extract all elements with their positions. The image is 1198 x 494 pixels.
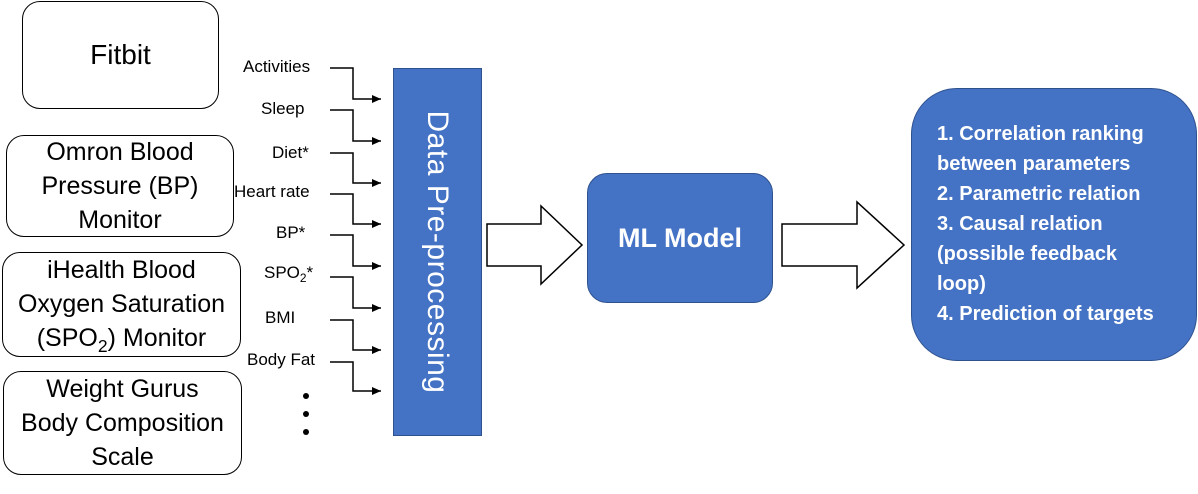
output-line-2: between parameters <box>937 153 1131 175</box>
param-bmi: BMI <box>265 308 296 327</box>
device-weight-gurus: Weight Gurus Body Composition Scale <box>3 371 242 475</box>
param-diet: Diet* <box>272 143 309 162</box>
param-heart-rate: Heart rate <box>234 182 310 201</box>
device-ihealth: iHealth Blood Oxygen Saturation (SPO2) M… <box>2 252 241 357</box>
continuation-dot-2 <box>303 411 309 417</box>
wire-bmi <box>330 319 381 354</box>
block-arrow-to-model <box>486 204 584 286</box>
param-spo2: SPO2* <box>264 263 314 286</box>
device-omron: Omron Blood Pressure (BP) Monitor <box>6 135 234 237</box>
ml-model-label: ML Model <box>618 222 742 253</box>
wire-spo2 <box>330 276 381 312</box>
wire-diet <box>330 152 381 187</box>
block-arrow-to-outputs <box>781 200 906 290</box>
param-bp: BP* <box>276 223 306 242</box>
output-line-3: 2. Parametric relation <box>937 183 1141 205</box>
param-activities: Activities <box>243 57 311 76</box>
param-body-fat: Body Fat <box>247 350 316 369</box>
ml-model-box: ML Model <box>587 173 773 303</box>
device-weight-line3: Scale <box>91 443 154 471</box>
output-line-1: 1. Correlation ranking <box>937 123 1144 145</box>
outputs-box: 1. Correlation ranking between parameter… <box>911 88 1197 361</box>
device-ihealth-line3: (SPO2) Monitor <box>36 323 207 356</box>
device-fitbit: Fitbit <box>22 1 219 109</box>
output-line-4: 3. Causal relation <box>937 213 1103 235</box>
continuation-dot-1 <box>303 393 309 399</box>
device-fitbit-label: Fitbit <box>90 39 151 70</box>
wire-bp <box>330 234 381 270</box>
wire-sleep <box>330 109 381 145</box>
preprocessing-label: Data Pre-processing <box>421 110 454 394</box>
device-ihealth-line2: Oxygen Saturation <box>17 289 226 318</box>
device-omron-line1: Omron Blood <box>46 138 194 166</box>
wire-heart-rate <box>330 193 381 228</box>
continuation-dot-3 <box>303 429 309 435</box>
device-omron-line2: Pressure (BP) <box>41 172 199 200</box>
param-sleep: Sleep <box>261 99 305 118</box>
device-ihealth-line1: iHealth Blood <box>47 255 196 284</box>
device-weight-line1: Weight Gurus <box>46 375 199 403</box>
output-line-5: (possible feedback <box>937 243 1118 265</box>
output-line-6: loop) <box>937 273 986 295</box>
output-line-7: 4. Prediction of targets <box>937 303 1154 325</box>
device-omron-line3: Monitor <box>78 206 162 234</box>
device-weight-line2: Body Composition <box>21 409 224 437</box>
preprocessing-box <box>393 68 482 436</box>
wire-body-fat <box>330 361 381 395</box>
wire-activities <box>330 67 381 103</box>
